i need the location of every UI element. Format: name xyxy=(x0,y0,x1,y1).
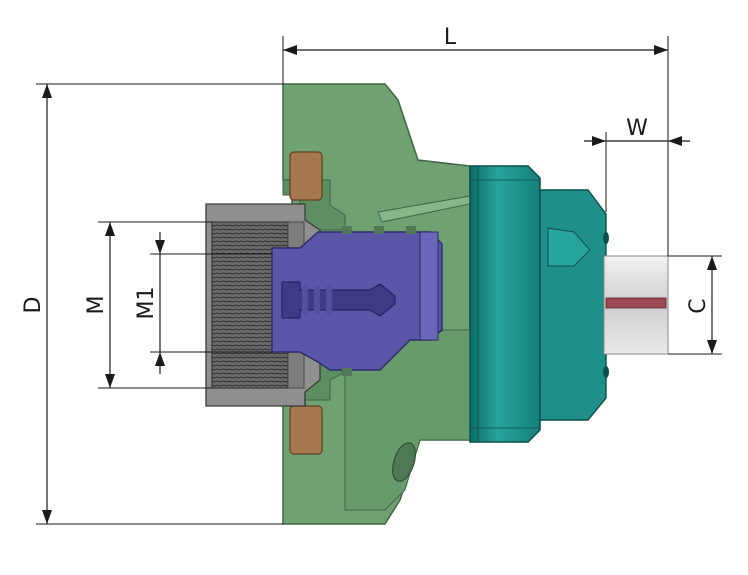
piston xyxy=(271,226,443,376)
dimension-label-L: L xyxy=(444,25,457,50)
dimension-label-D: D xyxy=(21,297,46,314)
dimension-label-C: C xyxy=(686,298,711,313)
upper-seal xyxy=(289,151,323,201)
dimension-C: C xyxy=(668,255,722,355)
rotating-body xyxy=(469,165,609,443)
port-hole xyxy=(392,442,416,482)
dimension-M1: M1 xyxy=(134,232,272,374)
dimension-W: W xyxy=(584,116,690,212)
output-shaft xyxy=(603,255,669,355)
dimension-D: D xyxy=(21,83,283,525)
shaft-key xyxy=(605,297,667,309)
seal-rings xyxy=(289,151,323,455)
dimension-label-M: M xyxy=(84,296,109,315)
lower-seal xyxy=(289,405,323,455)
dimension-label-W: W xyxy=(626,116,648,141)
dimension-label-M1: M1 xyxy=(134,287,159,320)
dimension-M: M xyxy=(84,221,212,389)
dimension-L: L xyxy=(282,25,669,256)
piston-pin xyxy=(281,281,396,319)
